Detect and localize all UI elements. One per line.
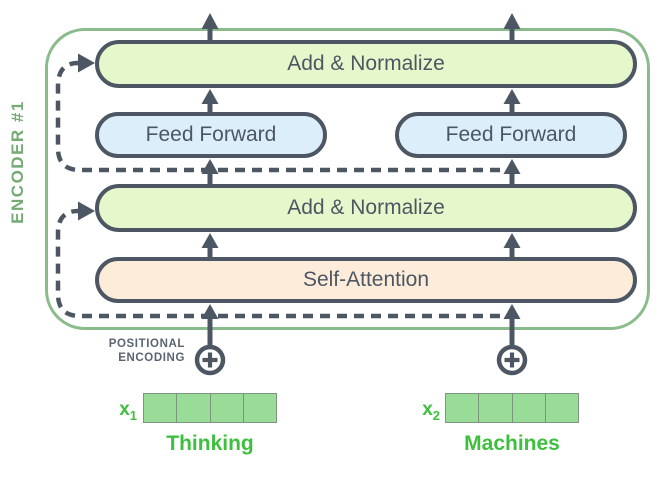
x2-symbol: x [422, 399, 433, 420]
positional-encoding-line1: POSITIONAL [108, 338, 185, 350]
vector-cell [177, 394, 211, 422]
feed-forward-left-label: Feed Forward [145, 123, 277, 146]
vector-cell [446, 394, 480, 422]
input-word-thinking: Thinking [166, 432, 254, 455]
feed-forward-left-box: Feed Forward [95, 112, 327, 158]
vector-cell [513, 394, 546, 422]
add-normalize-top-label: Add & Normalize [287, 52, 445, 75]
positional-encoding-label: POSITIONAL ENCODING [58, 337, 185, 365]
self-attention-box: Self-Attention [95, 257, 637, 303]
embedding-vector-x1 [143, 393, 277, 423]
embedding-vector-x2 [445, 393, 579, 423]
vector-cell [479, 394, 513, 422]
plus-circle-icon-right [496, 344, 528, 376]
encoder-label: ENCODER #1 [8, 100, 27, 224]
encoder-box [45, 28, 650, 330]
x1-subscript: 1 [129, 407, 137, 423]
add-normalize-mid-label: Add & Normalize [287, 196, 445, 219]
vector-cell [546, 394, 578, 422]
x1-label: x1 [95, 399, 137, 423]
x2-label: x2 [398, 399, 440, 423]
self-attention-label: Self-Attention [302, 268, 430, 291]
vector-cell [244, 394, 276, 422]
vector-cell [144, 394, 178, 422]
add-normalize-mid-box: Add & Normalize [95, 184, 637, 232]
input-word-machines: Machines [464, 432, 560, 455]
positional-encoding-line2: ENCODING [118, 352, 185, 364]
vector-cell [211, 394, 244, 422]
x2-subscript: 2 [432, 407, 440, 423]
add-normalize-top-box: Add & Normalize [95, 40, 637, 88]
plus-circle-icon-left [194, 344, 226, 376]
feed-forward-right-box: Feed Forward [395, 112, 627, 158]
feed-forward-right-label: Feed Forward [445, 123, 577, 146]
x1-symbol: x [119, 399, 130, 420]
